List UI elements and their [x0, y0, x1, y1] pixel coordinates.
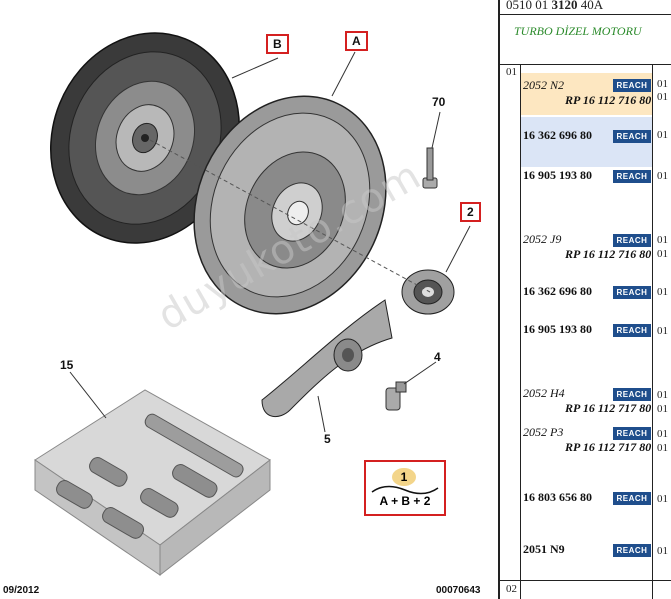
row-qty: 01 [657, 545, 668, 557]
part-code: 0510 01 3120 40A [506, 0, 604, 12]
panel-header: 0510 01 3120 40A [500, 0, 671, 15]
row-ref: 16 803 656 80 [523, 490, 592, 504]
row-ref: 2052 J9 [523, 232, 562, 246]
reach-badge: REACH [613, 234, 651, 247]
row-ref: 16 905 193 80 [523, 322, 592, 336]
row-qty: 01 [657, 428, 668, 440]
pivot-stud[interactable] [385, 381, 407, 411]
table-row[interactable]: 16 803 656 80 REACH [521, 490, 652, 510]
row-ref: 16 362 696 80 [523, 284, 592, 298]
reach-badge: REACH [613, 388, 651, 401]
table-row[interactable]: 16 362 696 80 REACH [521, 117, 652, 167]
engine-divider [500, 64, 671, 65]
row-ref: 2052 H4 [523, 386, 565, 400]
row-subref: RP 16 112 717 80 [565, 440, 652, 454]
row-qty: 01 [657, 493, 668, 505]
row-qty: 01 [657, 129, 668, 141]
reach-badge: REACH [613, 79, 651, 92]
index-bottom: 02 [506, 583, 517, 595]
row-qty: 01 [657, 442, 668, 454]
table-row[interactable]: 2052 H4 REACH RP 16 112 717 80 [521, 386, 652, 420]
index-column [500, 65, 521, 599]
callout-b[interactable]: B [266, 34, 289, 54]
bottom-divider [500, 580, 671, 581]
row-qty: 01 [657, 91, 668, 103]
row-subref: RP 16 112 717 80 [565, 401, 652, 415]
table-row[interactable]: 16 905 193 80 REACH [521, 322, 652, 342]
diagram-drawing [20, 4, 471, 577]
footer-date: 09/2012 [3, 585, 40, 596]
bolt-70[interactable] [422, 147, 438, 189]
row-ref: 16 905 193 80 [523, 168, 592, 182]
row-ref: 2051 N9 [523, 542, 565, 556]
quantity-column [652, 65, 653, 599]
reach-badge: REACH [613, 324, 651, 337]
engine-label: TURBO DİZEL MOTORU [514, 24, 642, 38]
table-row[interactable]: 2052 N2 REACH RP 16 112 716 80 [521, 73, 652, 115]
row-qty: 01 [657, 234, 668, 246]
release-fork[interactable] [261, 299, 393, 418]
release-bearing[interactable] [401, 269, 455, 315]
callout-5[interactable]: 5 [324, 432, 331, 446]
callout-2[interactable]: 2 [460, 202, 481, 222]
callout-70[interactable]: 70 [432, 95, 446, 109]
callout-15[interactable]: 15 [60, 358, 74, 372]
callout-a[interactable]: A [345, 31, 368, 51]
reach-badge: REACH [613, 286, 651, 299]
footer-code: 00070643 [436, 585, 481, 596]
row-ref: 16 362 696 80 [523, 128, 592, 142]
table-row[interactable]: 2051 N9 REACH [521, 542, 652, 562]
index-top: 01 [506, 66, 517, 78]
row-qty: 01 [657, 248, 668, 260]
kit-badge: 1 [392, 468, 416, 486]
leader-lines [69, 51, 471, 433]
table-row[interactable]: 2052 P3 REACH RP 16 112 717 80 [521, 425, 652, 459]
row-qty: 01 [657, 78, 668, 90]
callout-4[interactable]: 4 [434, 350, 441, 364]
kit-wave [371, 485, 439, 495]
reach-badge: REACH [613, 427, 651, 440]
row-qty: 01 [657, 389, 668, 401]
exploded-parts-diagram: B A 70 2 4 5 15 1 A + B + 2 duyukoto.com… [3, 4, 481, 596]
reach-badge: REACH [613, 492, 651, 505]
pressure-plate[interactable] [159, 65, 420, 346]
bushing-kit[interactable] [34, 389, 271, 577]
reach-badge: REACH [613, 130, 651, 143]
row-subref: RP 16 112 716 80 [565, 247, 652, 261]
reach-badge: REACH [613, 544, 651, 557]
row-qty: 01 [657, 170, 668, 182]
row-qty: 01 [657, 286, 668, 298]
kit-legend-box[interactable]: 1 A + B + 2 [364, 460, 446, 516]
table-row[interactable]: 2052 J9 REACH RP 16 112 716 80 [521, 230, 652, 264]
row-subref: RP 16 112 716 80 [565, 93, 652, 107]
row-qty: 01 [657, 325, 668, 337]
parts-reference-panel: 0510 01 3120 40A TURBO DİZEL MOTORU 01 0… [498, 0, 671, 599]
table-row[interactable]: 16 905 193 80 REACH [521, 168, 652, 188]
row-ref: 2052 P3 [523, 425, 564, 439]
clutch-disc[interactable] [20, 4, 271, 271]
reach-badge: REACH [613, 170, 651, 183]
row-qty: 01 [657, 403, 668, 415]
table-row[interactable]: 16 362 696 80 REACH [521, 284, 652, 304]
kit-formula: A + B + 2 [379, 494, 431, 508]
row-ref: 2052 N2 [523, 78, 565, 92]
